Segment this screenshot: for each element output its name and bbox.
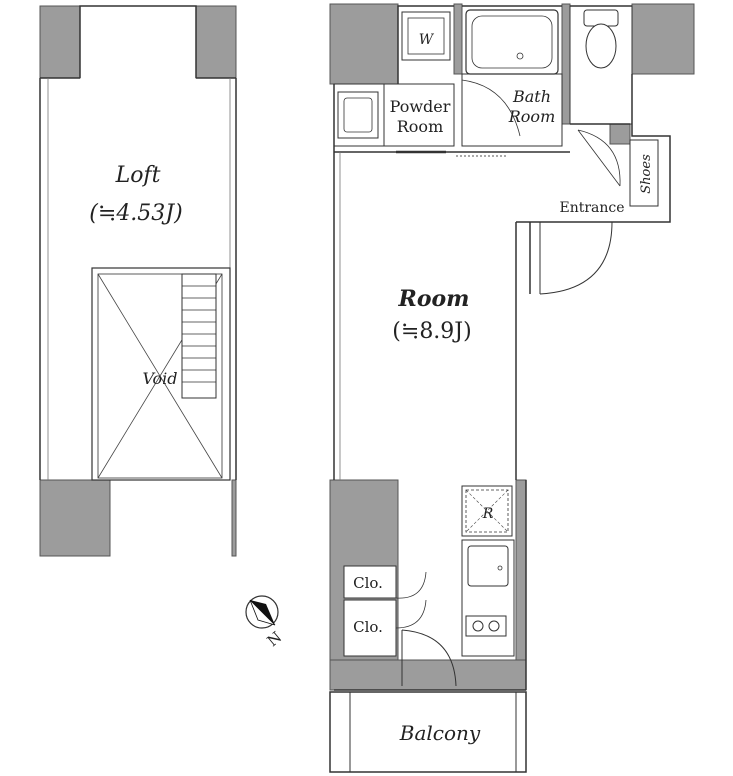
entrance-label: Entrance	[559, 200, 624, 216]
loft-name: Loft	[115, 163, 161, 188]
burner-right-icon	[488, 620, 500, 632]
closet-lower	[343, 599, 397, 657]
closet-upper	[343, 565, 397, 599]
entrance-inner-door	[577, 129, 621, 187]
closet-upper-label: Clo.	[353, 574, 383, 592]
loft-wall-top-left	[39, 5, 81, 79]
void-area	[91, 267, 231, 481]
front-door-swing	[539, 221, 613, 295]
shoes-label: Shoes	[639, 154, 654, 194]
wall-top-right	[631, 3, 695, 75]
compass-north-label: N	[264, 628, 286, 650]
wall-bottom-right	[515, 479, 527, 691]
wall-entrance-right	[609, 123, 631, 145]
loft-wall-bottom-left	[39, 479, 111, 557]
washer-space	[401, 11, 451, 61]
kitchen-counter	[461, 539, 515, 657]
kitchen-sink-icon	[467, 545, 509, 587]
loft-wall-bottom-right	[231, 479, 237, 557]
utility-door-swing	[401, 629, 457, 687]
toilet-bowl-icon	[585, 23, 617, 69]
closet-lower-label: Clo.	[353, 618, 383, 636]
room-name: Room	[398, 286, 470, 312]
loft-wall-top-right	[195, 5, 237, 79]
bath-room-label-2: Room	[508, 107, 555, 126]
refrigerator-label: R	[482, 506, 494, 522]
loft-stair	[181, 273, 217, 399]
unit-plan: W Powder Room Bath Room Shoes Entrance R…	[329, 3, 695, 773]
balcony-area	[329, 691, 527, 773]
loft-plan: Loft (≒4.53J) Void	[39, 5, 237, 557]
bath-room-box	[461, 73, 563, 147]
bathtub-icon	[465, 9, 559, 75]
powder-room-box	[333, 83, 455, 147]
burner-left-icon	[472, 620, 484, 632]
wall-bottom	[329, 659, 527, 691]
void-label: Void	[142, 369, 177, 388]
sink-icon	[337, 91, 379, 139]
void-inner	[97, 273, 223, 479]
room-area: (≒8.9J)	[392, 319, 471, 344]
shoes-cabinet	[629, 139, 659, 207]
wall-washer-block	[453, 3, 463, 75]
loft-area: (≒4.53J)	[89, 201, 182, 226]
bath-room-label-1: Bath	[512, 87, 551, 106]
bath-door-swing	[461, 79, 521, 137]
loft-outline	[39, 5, 237, 480]
powder-room-label-2: Room	[397, 117, 443, 136]
powder-room-label-1: Powder	[390, 97, 451, 116]
compass: N	[245, 595, 286, 650]
stove-icon	[465, 615, 507, 637]
washer-label: W	[419, 32, 435, 48]
wall-bath-toilet	[561, 3, 571, 125]
closet-door-swing	[395, 571, 427, 629]
wall-top-left	[329, 3, 399, 85]
toilet-compartment	[569, 5, 633, 125]
balcony-label: Balcony	[399, 721, 481, 745]
